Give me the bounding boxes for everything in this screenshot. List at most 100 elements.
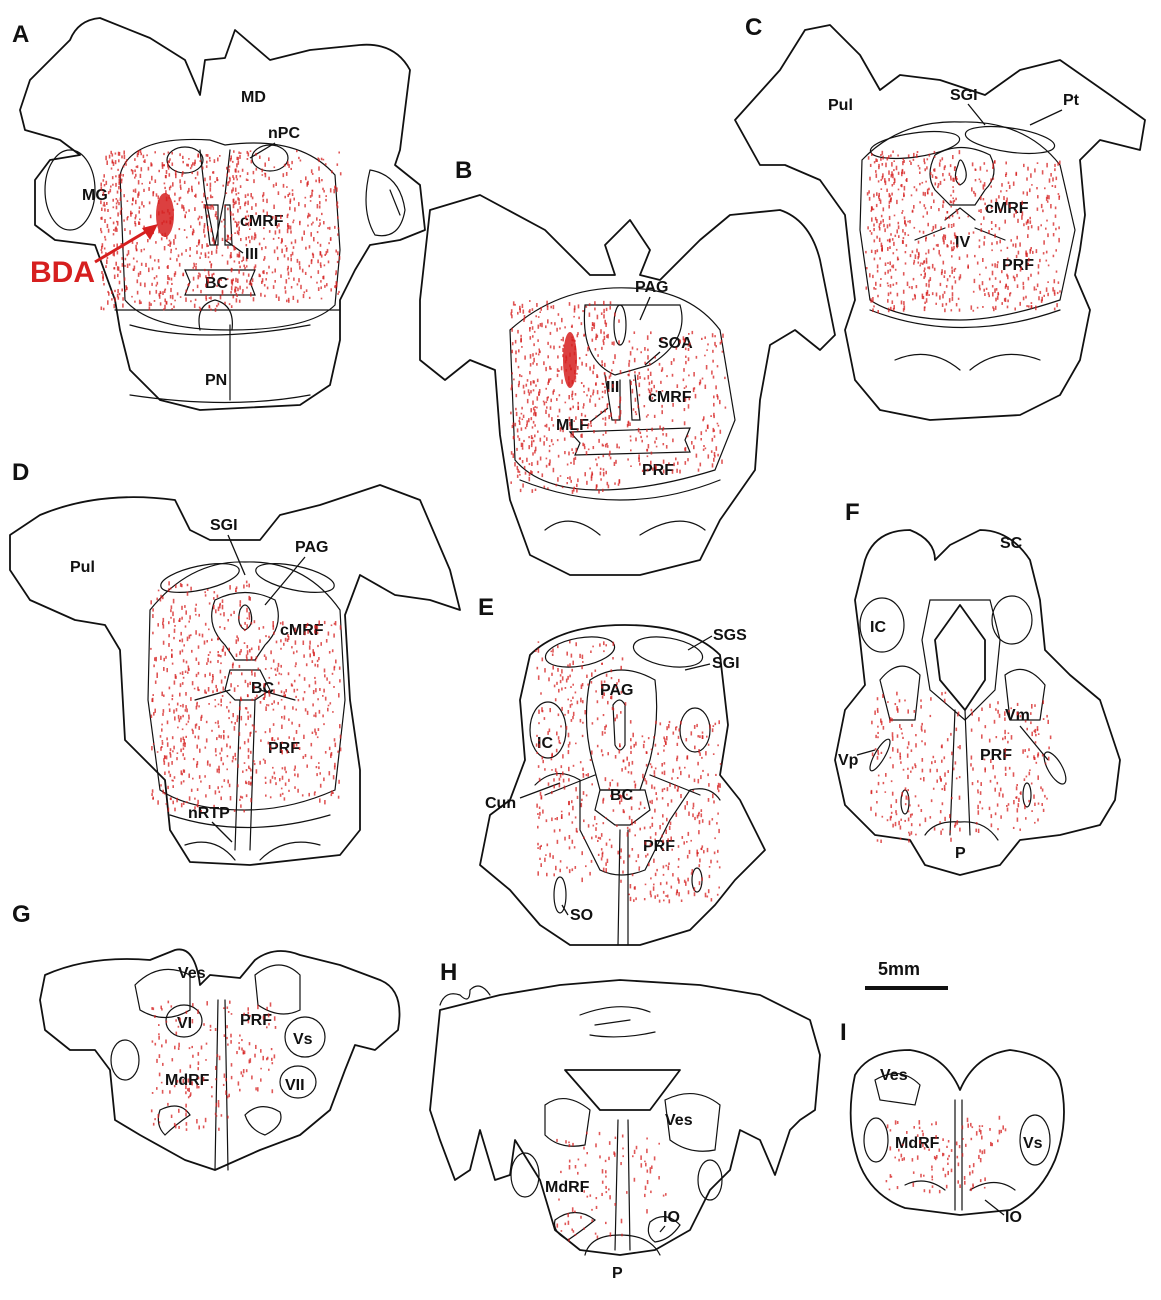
panel-h-label-Ves: Ves <box>665 1112 693 1129</box>
panel-d-label-SGI: SGI <box>210 517 238 534</box>
panel-e-aqueduct <box>612 699 626 751</box>
bda-arrow <box>94 226 153 264</box>
panel-g-lateral-l <box>110 1039 140 1081</box>
panel-g-outline <box>39 948 401 1171</box>
panel-e-leader-SGI <box>684 663 711 671</box>
panel-c-label-SGI: SGI <box>950 87 978 104</box>
panel-e-pag <box>585 669 658 791</box>
panel-b-label-PRF: PRF <box>642 462 674 479</box>
panel-b-label-PAG: PAG <box>635 279 668 296</box>
panel-d-core <box>147 561 346 811</box>
panel-d-label-cMRF: cMRF <box>280 622 324 639</box>
panel-b-injection-site <box>563 332 577 388</box>
panel-c: Pul SGI Pt cMRF IV PRF <box>734 24 1146 421</box>
labeled-neuron-stipple <box>100 150 1061 1242</box>
panel-f-peduncle-l <box>879 665 921 721</box>
panel-d-leader-PAG <box>264 556 306 606</box>
panel-b-leader-SOA <box>644 351 661 366</box>
panel-a-label-BC: BC <box>205 275 229 292</box>
panel-h-label-P: P <box>612 1265 623 1282</box>
panel-h-fourth-ventricle <box>564 1069 681 1111</box>
panel-f-nucleus-r <box>1022 782 1032 808</box>
panel-i: Ves MdRF Vs IO <box>849 1049 1065 1226</box>
panel-b: PAG SOA III cMRF MLF PRF <box>419 194 836 576</box>
panel-h-bumps <box>439 985 491 1006</box>
panel-h-ves-l <box>544 1098 591 1147</box>
panel-f-outline <box>834 529 1121 876</box>
panel-e-leader-SO <box>561 904 569 916</box>
panel-i-label-IO: IO <box>1005 1209 1022 1226</box>
panel-e-label-SGS: SGS <box>713 627 747 644</box>
panel-h-cerebellar-lines <box>579 1006 656 1038</box>
panel-f: SC IC Vm Vp PRF P <box>834 529 1121 876</box>
panel-h-leader-IO <box>659 1225 666 1233</box>
bda-label: BDA <box>30 256 95 289</box>
panel-c-label-PRF: PRF <box>1002 257 1034 274</box>
panel-f-label-Vm: Vm <box>1005 707 1030 724</box>
panel-c-pons <box>869 309 1061 371</box>
panel-h-nucleus-r <box>697 1159 723 1201</box>
panel-d-label-Pul: Pul <box>70 559 95 576</box>
panel-a-right-lobe <box>365 169 406 237</box>
panel-e-SO <box>553 876 567 914</box>
panel-h-outline <box>429 979 821 1256</box>
panel-e-label-SGI: SGI <box>712 655 740 672</box>
panel-c-leader-SGI <box>967 103 986 126</box>
panel-a-nPC-r <box>251 144 289 172</box>
panel-i-leader-IO <box>984 1199 1005 1216</box>
panel-d-leader-nRTP <box>211 821 233 843</box>
panel-g-label-MdRF: MdRF <box>165 1072 210 1089</box>
panel-f-IC-l <box>859 597 905 653</box>
panel-g-ves-l <box>134 968 191 1019</box>
panel-c-label-Pul: Pul <box>828 97 853 114</box>
panel-f-pyramid <box>924 821 999 841</box>
panel-c-aqueduct <box>954 159 967 186</box>
panel-d-midline <box>234 699 256 851</box>
panel-h-midline <box>614 1119 631 1251</box>
panel-b-label-MLF: MLF <box>556 417 589 434</box>
panel-f-ventricle-outer <box>921 599 1001 721</box>
panel-a-MG <box>44 149 96 231</box>
panel-b-bc-band <box>568 427 691 456</box>
panel-i-io <box>904 1180 1016 1191</box>
panel-e-label-IC: IC <box>537 735 553 752</box>
panel-a-pyramid <box>198 299 233 331</box>
panel-b-label-cMRF: cMRF <box>648 389 692 406</box>
panel-a-label-PN: PN <box>205 372 227 389</box>
panel-letter-d: D <box>12 459 29 486</box>
panel-f-leader-Vp <box>856 749 876 756</box>
panel-h-nucleus-l <box>510 1152 540 1198</box>
panel-e-midline <box>617 829 629 946</box>
panel-e-outline <box>479 624 766 946</box>
panel-g-Vs <box>284 1016 326 1058</box>
panel-g-midline <box>214 999 229 1171</box>
panel-f-IC-r <box>991 595 1033 645</box>
panel-letter-e: E <box>478 594 494 621</box>
panel-g-io-r <box>244 1106 282 1136</box>
panel-h-ves-r <box>664 1093 721 1152</box>
panel-e-label-PRF: PRF <box>643 838 675 855</box>
panel-letter-b: B <box>455 157 472 184</box>
panel-c-SGI-r <box>964 125 1056 155</box>
panel-a-label-MD: MD <box>241 89 266 106</box>
panel-f-label-SC: SC <box>1000 535 1023 552</box>
panel-letter-a: A <box>12 21 29 48</box>
panel-b-leader-PAG <box>639 296 651 321</box>
panel-d-leader-SGI <box>227 534 246 576</box>
panel-d-label-PRF: PRF <box>268 740 300 757</box>
panel-e-label-Cun: Cun <box>485 795 516 812</box>
panel-e-SO-r <box>691 867 703 893</box>
panel-h: Ves MdRF IO P <box>429 979 821 1282</box>
panel-g-label-VII: VII <box>285 1077 305 1094</box>
panel-i-label-Vs: Vs <box>1023 1135 1043 1152</box>
panel-a-pons <box>114 309 341 404</box>
panel-e-leader-Cun <box>519 782 561 799</box>
panel-a-label-MG: MG <box>82 187 108 204</box>
panel-i-outline <box>849 1049 1065 1216</box>
panel-c-label-Pt: Pt <box>1063 92 1080 109</box>
panel-e-label-SO: SO <box>570 907 593 924</box>
panel-h-io-r <box>647 1216 681 1243</box>
panel-b-core <box>509 287 736 491</box>
panel-i-label-Ves: Ves <box>880 1067 908 1084</box>
panel-g-label-Vs: Vs <box>293 1031 313 1048</box>
